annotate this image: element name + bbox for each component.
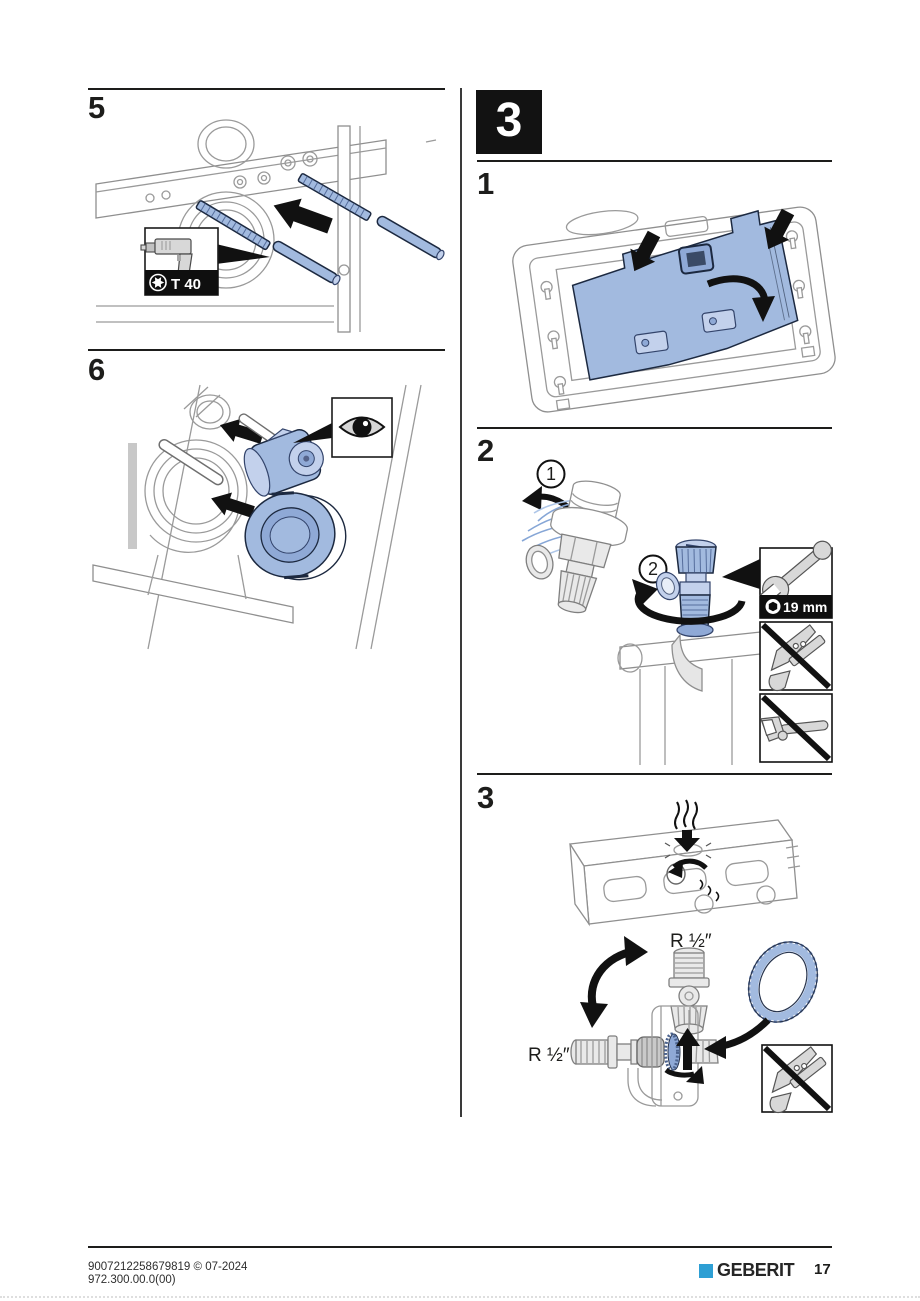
protection-plug (243, 428, 324, 497)
brand-logo: GEBERIT (699, 1260, 795, 1281)
flush-valve (525, 480, 628, 614)
vent-arrow (666, 858, 720, 902)
figure-step6 (92, 384, 422, 650)
brand-name: GEBERIT (717, 1260, 795, 1280)
rule-right-1 (477, 160, 832, 162)
prohibition-stroke (760, 622, 832, 690)
torx-size-label: T 40 (171, 276, 201, 293)
step-5-heading: 5 (88, 90, 106, 125)
swap-arrow (580, 936, 648, 1028)
insert-arrow (273, 198, 333, 234)
prohibition-stroke (762, 1045, 832, 1112)
press-arrow (630, 230, 661, 272)
brand-square-icon (699, 1263, 713, 1278)
hex-socket-icon (765, 599, 781, 614)
threaded-rod (195, 200, 271, 251)
cistern-top (568, 819, 801, 927)
guide-rod (158, 438, 224, 486)
footer-doc-code: 972.300.00.0(00) (88, 1274, 176, 1286)
cistern-front (512, 206, 836, 413)
sleeve-tube (376, 215, 445, 261)
figure-step2: 1 (521, 459, 833, 765)
wrench-size-label: 19 mm (783, 599, 827, 615)
rule-right-3 (477, 773, 832, 775)
chapter-number-box: 3 (476, 90, 542, 154)
outlet-elbow (671, 633, 703, 692)
scan-artifact (0, 1296, 920, 1298)
insert-ring-arrow (704, 1017, 771, 1059)
threaded-rod (297, 173, 372, 221)
prohibition-stroke (760, 694, 832, 762)
step-1-heading: 1 (477, 166, 495, 201)
drill-icon (140, 238, 193, 278)
rule-left-top (88, 88, 445, 90)
rotate-arrow (706, 275, 775, 322)
tool-box: T 40 (140, 227, 219, 296)
callout-wedge (293, 423, 332, 443)
no-adjustable-wrench-box (759, 693, 833, 763)
torx-icon (149, 273, 167, 292)
step-6-heading: 6 (88, 352, 106, 387)
no-pipe-wrench-box (759, 621, 833, 692)
footer-doc-number: 9007212258679819 © 07-2024 (88, 1261, 248, 1273)
connection-nipple-left (570, 1035, 665, 1069)
frame-background (617, 630, 771, 765)
valve-bracket (627, 1005, 719, 1107)
step-2-heading: 2 (477, 433, 495, 468)
thread-size-label-left: R ½″ (528, 1045, 570, 1066)
press-arrow (764, 208, 795, 250)
step-3-heading: 3 (477, 780, 495, 815)
frame-background (92, 384, 422, 650)
push-arrow (211, 492, 255, 518)
sleeve-tube (272, 240, 341, 286)
rule-right-2 (477, 427, 832, 429)
thread-size-label-top: R ½″ (670, 931, 712, 952)
tighten-arrow (664, 1028, 704, 1084)
figure-step1 (512, 206, 836, 413)
callout-wedge (216, 244, 270, 264)
adjustable-wrench-icon (760, 716, 829, 742)
rotation-arrow (632, 579, 746, 625)
no-pipe-wrench-box (761, 1044, 833, 1114)
page-number: 17 (814, 1261, 831, 1278)
rule-left-mid (88, 349, 445, 351)
column-divider (460, 88, 462, 1117)
steam-arrow (674, 799, 700, 852)
push-arrow (219, 418, 264, 444)
svg-text:2: 2 (648, 559, 658, 579)
inspect-box (331, 397, 393, 458)
callout-1: 1 (536, 459, 566, 489)
rule-footer (88, 1246, 832, 1248)
eye-icon (338, 416, 386, 438)
figure-step3: R ½″ R ½″ (528, 799, 833, 1114)
callout-wedge (722, 559, 760, 589)
svg-text:1: 1 (546, 464, 556, 484)
keyhole-slots (540, 230, 816, 411)
wrench-box: 19 mm (759, 540, 833, 619)
figure-step5: T 40 (95, 119, 445, 333)
mounting-frame (95, 119, 437, 333)
protection-cap (244, 491, 347, 581)
protection-plate (571, 209, 799, 381)
footer-doc-info: 9007212258679819 © 07-2024 972.300.00.0(… (88, 1261, 247, 1287)
gear-ring (747, 940, 819, 1024)
